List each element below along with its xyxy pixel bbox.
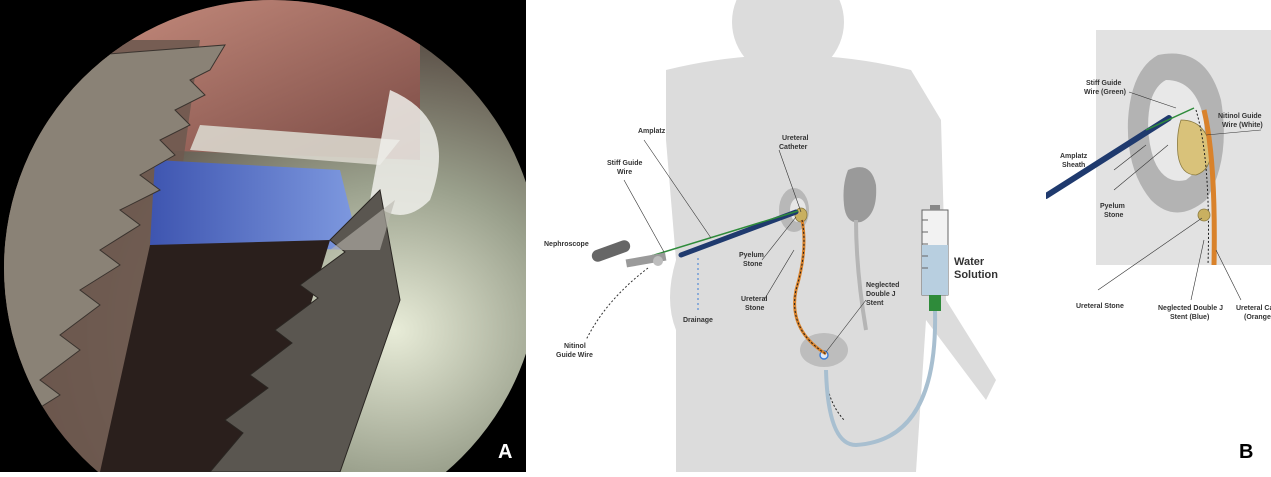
panel-letter-a: A bbox=[498, 441, 512, 464]
pcnl-schematic-panel: Amplatz Stiff Guide Wire Nephroscope Nit… bbox=[526, 0, 1046, 472]
stent-blue-region bbox=[150, 160, 360, 250]
pcnl-schematic: Amplatz Stiff Guide Wire Nephroscope Nit… bbox=[526, 0, 1046, 472]
water-solution-bag bbox=[922, 205, 948, 311]
label-stiff-guide-wire: Stiff Guide bbox=[607, 160, 642, 167]
nitinol-wire-line bbox=[586, 268, 648, 340]
label-ureteral-stone: Ureteral bbox=[741, 296, 768, 303]
detail-label-ureteral-stone: Ureteral Stone bbox=[1076, 303, 1124, 310]
svg-text:Catheter: Catheter bbox=[779, 144, 808, 151]
label-nephroscope: Nephroscope bbox=[544, 241, 589, 248]
label-water-solution: Water bbox=[954, 256, 985, 268]
left-kidney bbox=[779, 188, 809, 232]
label-drainage: Drainage bbox=[683, 317, 713, 324]
label-neglected-double-j-stent: Neglected bbox=[866, 282, 899, 289]
svg-text:Double J: Double J bbox=[866, 291, 896, 298]
svg-text:Wire (White): Wire (White) bbox=[1222, 122, 1263, 129]
label-ureteral-catheter: Ureteral bbox=[782, 135, 809, 142]
svg-text:Sheath: Sheath bbox=[1062, 162, 1085, 169]
endoscopic-image-panel bbox=[0, 0, 526, 472]
detail-label-pyelum-stone: Pyelum bbox=[1100, 203, 1125, 210]
kidney-detail: Stiff Guide Wire (Green) Nitinol Guide W… bbox=[1046, 0, 1271, 472]
svg-text:Guide Wire: Guide Wire bbox=[556, 352, 593, 359]
svg-text:Solution: Solution bbox=[954, 269, 998, 281]
svg-text:Stone: Stone bbox=[745, 305, 765, 312]
label-amplatz-sheath: Amplatz bbox=[638, 128, 666, 135]
endoscopic-view bbox=[0, 0, 526, 472]
svg-text:Stent (Blue): Stent (Blue) bbox=[1170, 314, 1209, 321]
detail-label-nitinol-guide-wire: Nitinol Guide bbox=[1218, 113, 1262, 120]
panel-letter-b: B bbox=[1239, 441, 1253, 464]
detail-label-stiff-guide-wire: Stiff Guide bbox=[1086, 80, 1121, 87]
detail-label-ureteral-catheter: Ureteral Catheter bbox=[1236, 305, 1271, 312]
detail-label-neglected-double-j-stent: Neglected Double J bbox=[1158, 305, 1223, 312]
svg-text:(Orange): (Orange) bbox=[1244, 314, 1271, 321]
svg-text:Stent: Stent bbox=[866, 300, 884, 307]
detail-label-amplatz-sheath: Amplatz bbox=[1060, 153, 1088, 160]
label-pyelum-stone: Pyelum bbox=[739, 252, 764, 259]
label-nitinol-guide-wire: Nitinol bbox=[564, 343, 586, 350]
svg-text:Stone: Stone bbox=[743, 261, 763, 268]
svg-text:Stone: Stone bbox=[1104, 212, 1124, 219]
svg-text:Wire: Wire bbox=[617, 169, 632, 176]
nephroscope bbox=[590, 239, 666, 268]
svg-text:Wire (Green): Wire (Green) bbox=[1084, 89, 1126, 96]
kidney-detail-panel: Stiff Guide Wire (Green) Nitinol Guide W… bbox=[1046, 0, 1271, 472]
